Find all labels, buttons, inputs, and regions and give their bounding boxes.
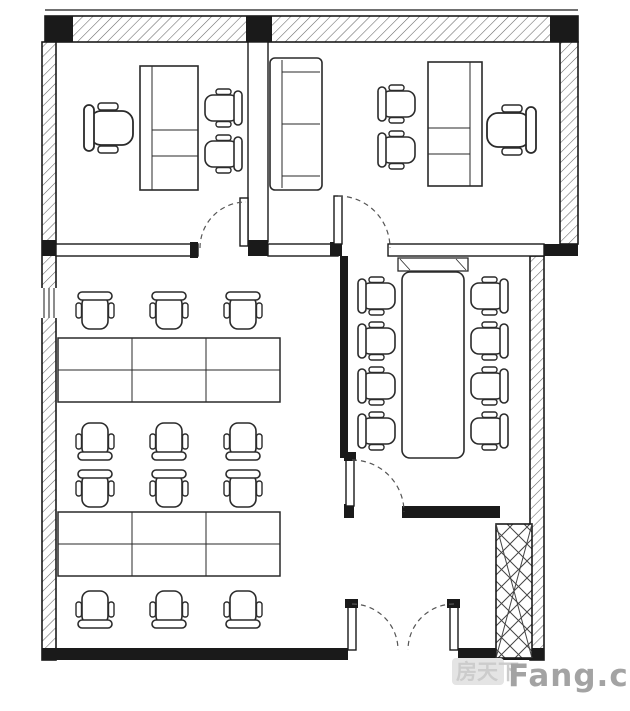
bottom-wall-left — [42, 648, 348, 660]
doors — [199, 195, 460, 651]
shaft-column — [495, 523, 533, 659]
jamb-right-door — [330, 242, 342, 256]
private-office-right — [269, 57, 537, 191]
guest-chair — [204, 134, 243, 174]
chair — [470, 321, 509, 361]
chair — [75, 291, 115, 330]
structure — [41, 9, 579, 661]
sideboard — [397, 257, 469, 272]
wall-meeting-bottom — [402, 506, 500, 518]
watermark-badge — [452, 658, 504, 685]
wall-right-office-bottom-b — [387, 243, 545, 257]
door-right-office — [333, 195, 391, 249]
chair — [149, 291, 189, 330]
column-right-jog — [544, 244, 578, 256]
chair — [357, 366, 396, 406]
open-office — [57, 291, 281, 629]
chair — [470, 276, 509, 316]
door-main-entrance — [345, 599, 460, 651]
chair — [223, 469, 263, 508]
chair — [357, 321, 396, 361]
task-chair — [83, 102, 134, 154]
left-wall-window — [41, 288, 57, 318]
wall-meeting-left — [340, 256, 348, 458]
desk — [427, 61, 483, 187]
column-top-center — [246, 16, 272, 42]
watermark: 房天下 Fang.com — [452, 658, 630, 694]
wall-right-office-bottom-a — [267, 243, 339, 257]
desk — [139, 65, 199, 191]
task-chair — [486, 104, 537, 156]
right-wall-upper — [559, 41, 579, 245]
chair — [223, 422, 263, 461]
column-left-mid — [42, 240, 56, 256]
chair — [75, 422, 115, 461]
chair — [75, 469, 115, 508]
door-meeting-room — [344, 452, 405, 513]
column-top-right — [550, 16, 578, 42]
chair — [223, 291, 263, 330]
chair — [149, 590, 189, 629]
desk-bank — [57, 511, 281, 577]
jamb-meeting-door — [344, 504, 354, 518]
guest-chair — [377, 130, 416, 170]
watermark-cjk-text: 房天下 — [456, 660, 519, 684]
chair — [223, 590, 263, 629]
watermark-brand-text: Fang.com — [508, 658, 630, 694]
jamb-left-door — [190, 242, 198, 258]
left-wall — [41, 41, 57, 661]
chair — [149, 422, 189, 461]
meeting-room — [357, 257, 509, 459]
private-office-left — [83, 65, 243, 191]
top-wall — [44, 15, 579, 43]
sofa — [269, 57, 323, 191]
wall-left-office-bottom — [55, 243, 199, 257]
guest-chair — [377, 84, 416, 124]
door-left-office — [199, 197, 249, 249]
wall-central — [247, 41, 269, 243]
chair — [75, 590, 115, 629]
conference-table — [401, 271, 465, 459]
column-top-left — [45, 16, 73, 42]
desk-bank — [57, 337, 281, 403]
chair — [470, 366, 509, 406]
chair — [149, 469, 189, 508]
guest-chair — [204, 88, 243, 128]
chair — [357, 411, 396, 451]
jamb-central — [248, 240, 268, 256]
chair — [357, 276, 396, 316]
chair — [470, 411, 509, 451]
